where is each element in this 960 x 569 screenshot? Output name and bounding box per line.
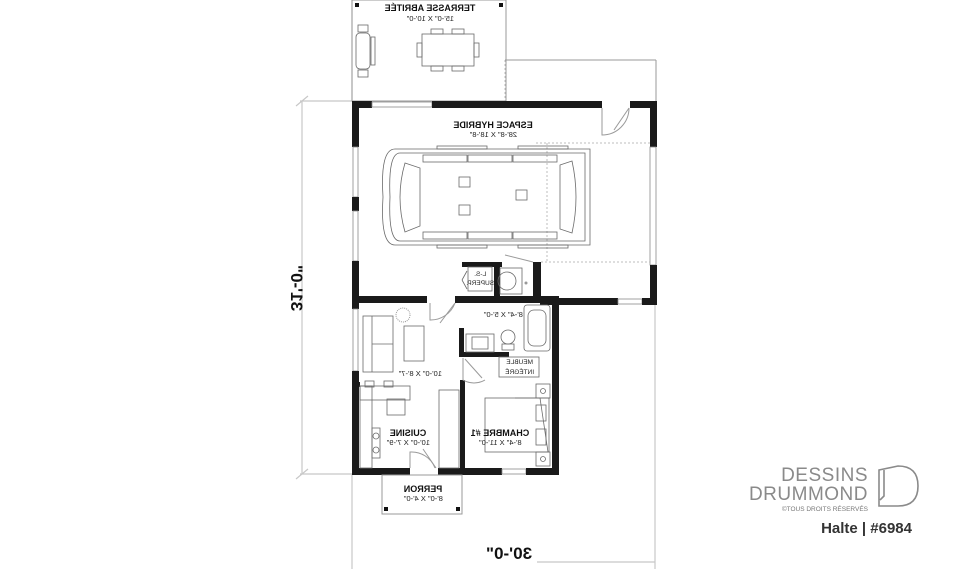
living-furniture	[362, 307, 425, 373]
bathroom-fixtures	[465, 304, 551, 378]
cabinet-label-1: MEUBLE	[506, 359, 533, 366]
logo-d-icon	[878, 465, 919, 507]
espace-label: ESPACE HYBRIDE	[453, 120, 532, 130]
logo-line2: DRUMMOND	[749, 484, 868, 505]
copyright: ©TOUS DROITS RÉSERVÉS	[782, 504, 869, 513]
laundry-label-1: L-S.	[474, 271, 486, 278]
espace-size: 28'-8" X 18'-8"	[469, 130, 517, 139]
cabinet-label-2: INTÉGRÉ	[505, 367, 535, 376]
doors[interactable]	[409, 107, 630, 469]
overall-depth: 31'-0"	[287, 265, 306, 311]
model-name: Halte | #6984	[821, 520, 913, 537]
cuisine-size: 10'-0" X 7'-9"	[386, 438, 430, 447]
kitchen-fixtures	[359, 380, 460, 469]
overall-width: 30'-0"	[486, 544, 532, 563]
bathroom-size: 8'-4" X 5'-0"	[483, 310, 522, 319]
room-labels: TERRASSE ABRITÉE 15'-0" X 10'-0" ESPACE …	[385, 3, 534, 503]
laundry-label-2: SUPERP.	[466, 280, 494, 287]
walls[interactable]	[352, 101, 657, 475]
covered-side-area	[505, 59, 657, 101]
terrasse-size: 15'-0" X 10'-0"	[406, 14, 454, 23]
chambre-size: 8'-4" X 11'-0"	[479, 438, 522, 447]
perron-size: 8'-0" X 4'-0"	[403, 494, 442, 503]
vehicle-outline	[382, 142, 650, 263]
terrasse-label: TERRASSE ABRITÉE	[385, 3, 476, 13]
laundry-fixtures	[461, 266, 528, 295]
perron-label: PERRON	[404, 484, 443, 494]
bedroom-fixtures	[484, 383, 551, 467]
cuisine-label: CUISINE	[390, 428, 427, 438]
perron-area	[381, 474, 463, 515]
terrasse-area	[351, 0, 507, 102]
chambre-label: CHAMBRE #1	[471, 428, 530, 438]
overall-dimensions: 30'-0" 31'-0"	[287, 265, 532, 563]
branding: DESSINS DRUMMOND ©TOUS DROITS RÉSERVÉS H…	[749, 465, 919, 537]
logo-line1: DESSINS	[781, 465, 868, 486]
living-size: 10'-0" X 8'-7"	[398, 369, 442, 378]
